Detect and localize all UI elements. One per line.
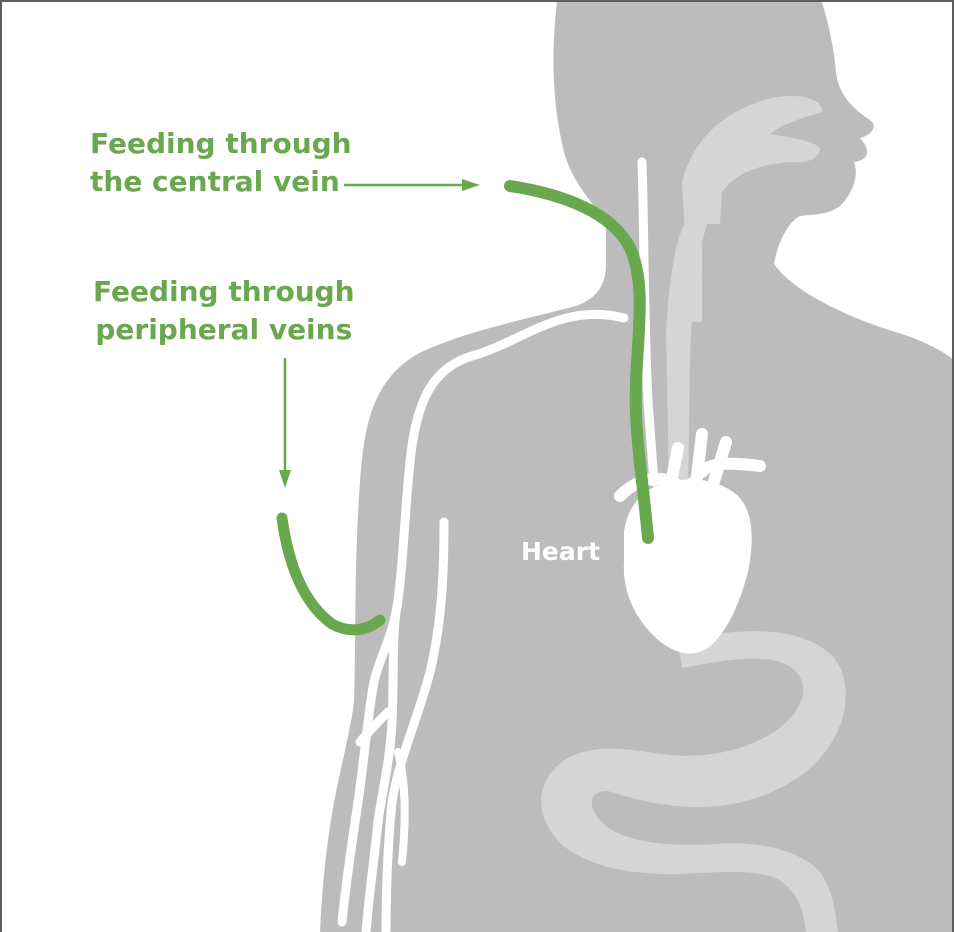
peripheral-veins-label-line2: peripheral veins xyxy=(93,311,355,349)
central-vein-arrow xyxy=(344,179,480,191)
central-vein-label: Feeding through the central vein xyxy=(90,125,352,201)
central-vein-label-line2: the central vein xyxy=(90,163,352,201)
peripheral-veins-label: Feeding through peripheral veins xyxy=(93,273,355,349)
heart-label: Heart xyxy=(521,537,600,566)
peripheral-veins-label-line1: Feeding through xyxy=(93,273,355,311)
central-vein-label-line1: Feeding through xyxy=(90,125,352,163)
peripheral-vein-arrow xyxy=(279,358,291,488)
